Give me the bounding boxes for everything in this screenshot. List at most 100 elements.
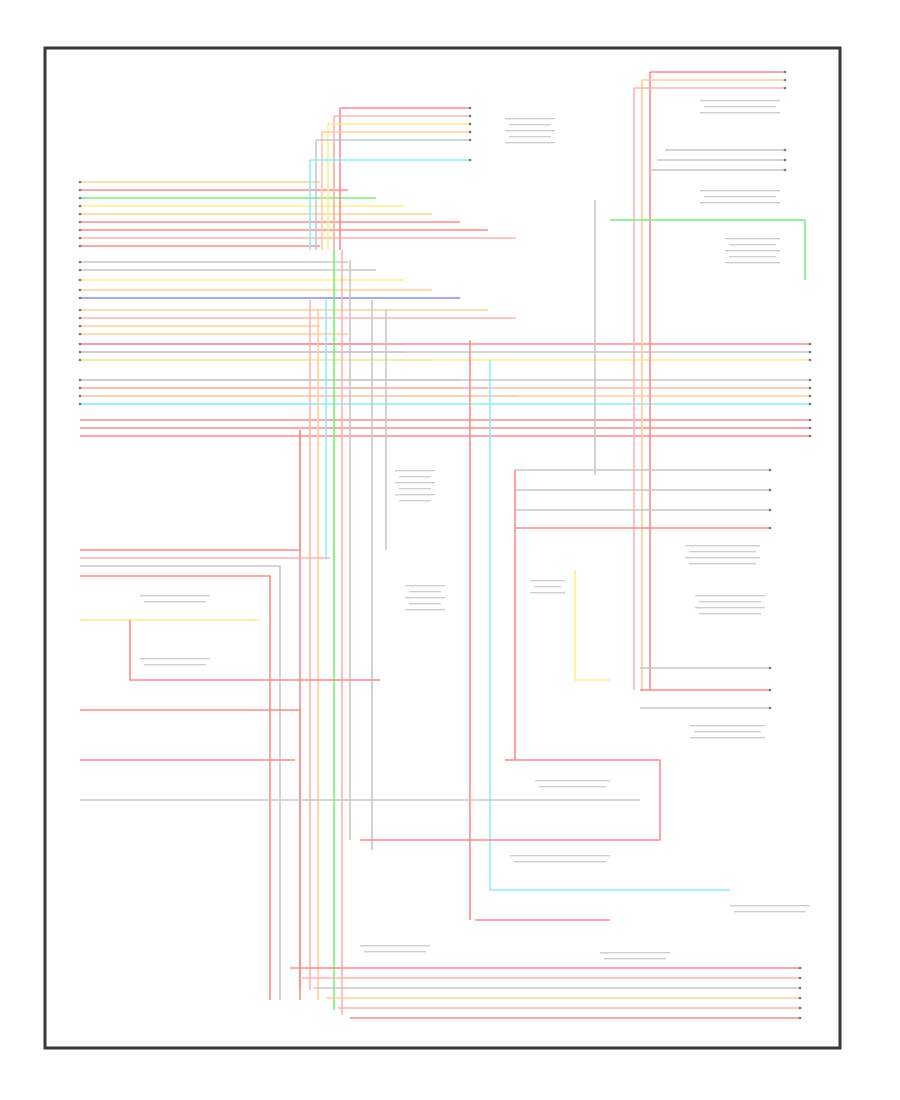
connector-pin — [78, 228, 82, 232]
component-caption — [409, 591, 441, 593]
component-caption — [144, 664, 206, 666]
connector-pin — [798, 966, 802, 970]
component-caption — [395, 470, 435, 472]
connector-pin — [468, 114, 472, 118]
connector-pin — [78, 332, 82, 336]
component-caption — [734, 911, 806, 913]
connector-pin — [78, 316, 82, 320]
component-caption — [689, 551, 756, 553]
component-caption — [700, 190, 780, 192]
connector-pin — [78, 236, 82, 240]
component-caption — [725, 262, 780, 264]
connector-pin — [808, 394, 812, 398]
component-caption — [685, 545, 760, 547]
component-caption — [725, 250, 780, 252]
connector-pin — [798, 996, 802, 1000]
connector-pin — [78, 188, 82, 192]
sensor-wire — [80, 565, 281, 1000]
diagram-frame — [43, 46, 842, 1050]
component-caption — [600, 952, 670, 954]
connector-pin — [78, 212, 82, 216]
component-caption — [395, 494, 435, 496]
connector-pin — [768, 488, 772, 492]
component-caption — [140, 658, 210, 660]
connector-pin — [783, 86, 787, 90]
component-caption — [510, 855, 610, 857]
connector-pin — [78, 260, 82, 264]
connector-pin — [468, 122, 472, 126]
component-caption — [364, 951, 426, 953]
component-caption — [514, 861, 606, 863]
component-caption — [505, 142, 555, 144]
component-caption — [704, 106, 776, 108]
pin-group — [78, 70, 812, 1020]
component-caption — [700, 100, 780, 102]
component-caption — [399, 500, 431, 502]
connector-pin — [468, 130, 472, 134]
component-caption — [395, 482, 435, 484]
connector-pin — [78, 268, 82, 272]
component-caption — [694, 731, 761, 733]
connector-pin — [78, 196, 82, 200]
connector-pin — [808, 402, 812, 406]
connector-pin — [468, 106, 472, 110]
connector-pin — [78, 308, 82, 312]
connector-pin — [808, 426, 812, 430]
component-caption — [699, 613, 761, 615]
connector-pin — [783, 158, 787, 162]
component-caption — [690, 725, 765, 727]
component-caption — [725, 238, 780, 240]
component-caption — [604, 958, 666, 960]
component-caption — [505, 130, 555, 132]
connector-pin — [783, 78, 787, 82]
connector-pin — [78, 402, 82, 406]
component-caption — [140, 595, 210, 597]
component-caption — [505, 118, 555, 120]
component-caption — [700, 202, 780, 204]
sensor-wire — [80, 575, 271, 1000]
connector-pin — [798, 976, 802, 980]
connector-pin — [808, 386, 812, 390]
connector-pin — [768, 706, 772, 710]
sensor-wire — [80, 430, 301, 551]
connector-pin — [808, 434, 812, 438]
connector-pin — [768, 508, 772, 512]
component-caption — [405, 597, 445, 599]
component-caption — [144, 601, 206, 603]
connector-pin — [768, 666, 772, 670]
connector-pin — [768, 468, 772, 472]
connector-pin — [78, 342, 82, 346]
caption-group — [140, 100, 810, 960]
connector-pin — [808, 342, 812, 346]
connector-pin — [78, 296, 82, 300]
component-caption — [530, 580, 565, 582]
connector-pin — [783, 70, 787, 74]
module-wire — [360, 759, 661, 841]
wire-group — [80, 71, 810, 1019]
connector-pin — [78, 386, 82, 390]
connector-pin — [808, 350, 812, 354]
connector-pin — [78, 220, 82, 224]
component-caption — [690, 737, 765, 739]
connector-pin — [768, 526, 772, 530]
component-caption — [509, 136, 551, 138]
component-caption — [729, 256, 776, 258]
connector-pin — [78, 394, 82, 398]
component-caption — [704, 196, 776, 198]
connector-pin — [808, 358, 812, 362]
component-caption — [535, 780, 610, 782]
connector-pin — [798, 1016, 802, 1020]
component-caption — [729, 244, 776, 246]
component-caption — [530, 592, 565, 594]
component-caption — [685, 557, 760, 559]
component-caption — [405, 585, 445, 587]
component-caption — [689, 563, 756, 565]
connector-pin — [808, 418, 812, 422]
component-caption — [534, 586, 561, 588]
component-caption — [405, 609, 445, 611]
sensor-wire — [129, 620, 380, 681]
component-caption — [399, 488, 431, 490]
connector-pin — [78, 204, 82, 208]
component-caption — [699, 601, 761, 603]
